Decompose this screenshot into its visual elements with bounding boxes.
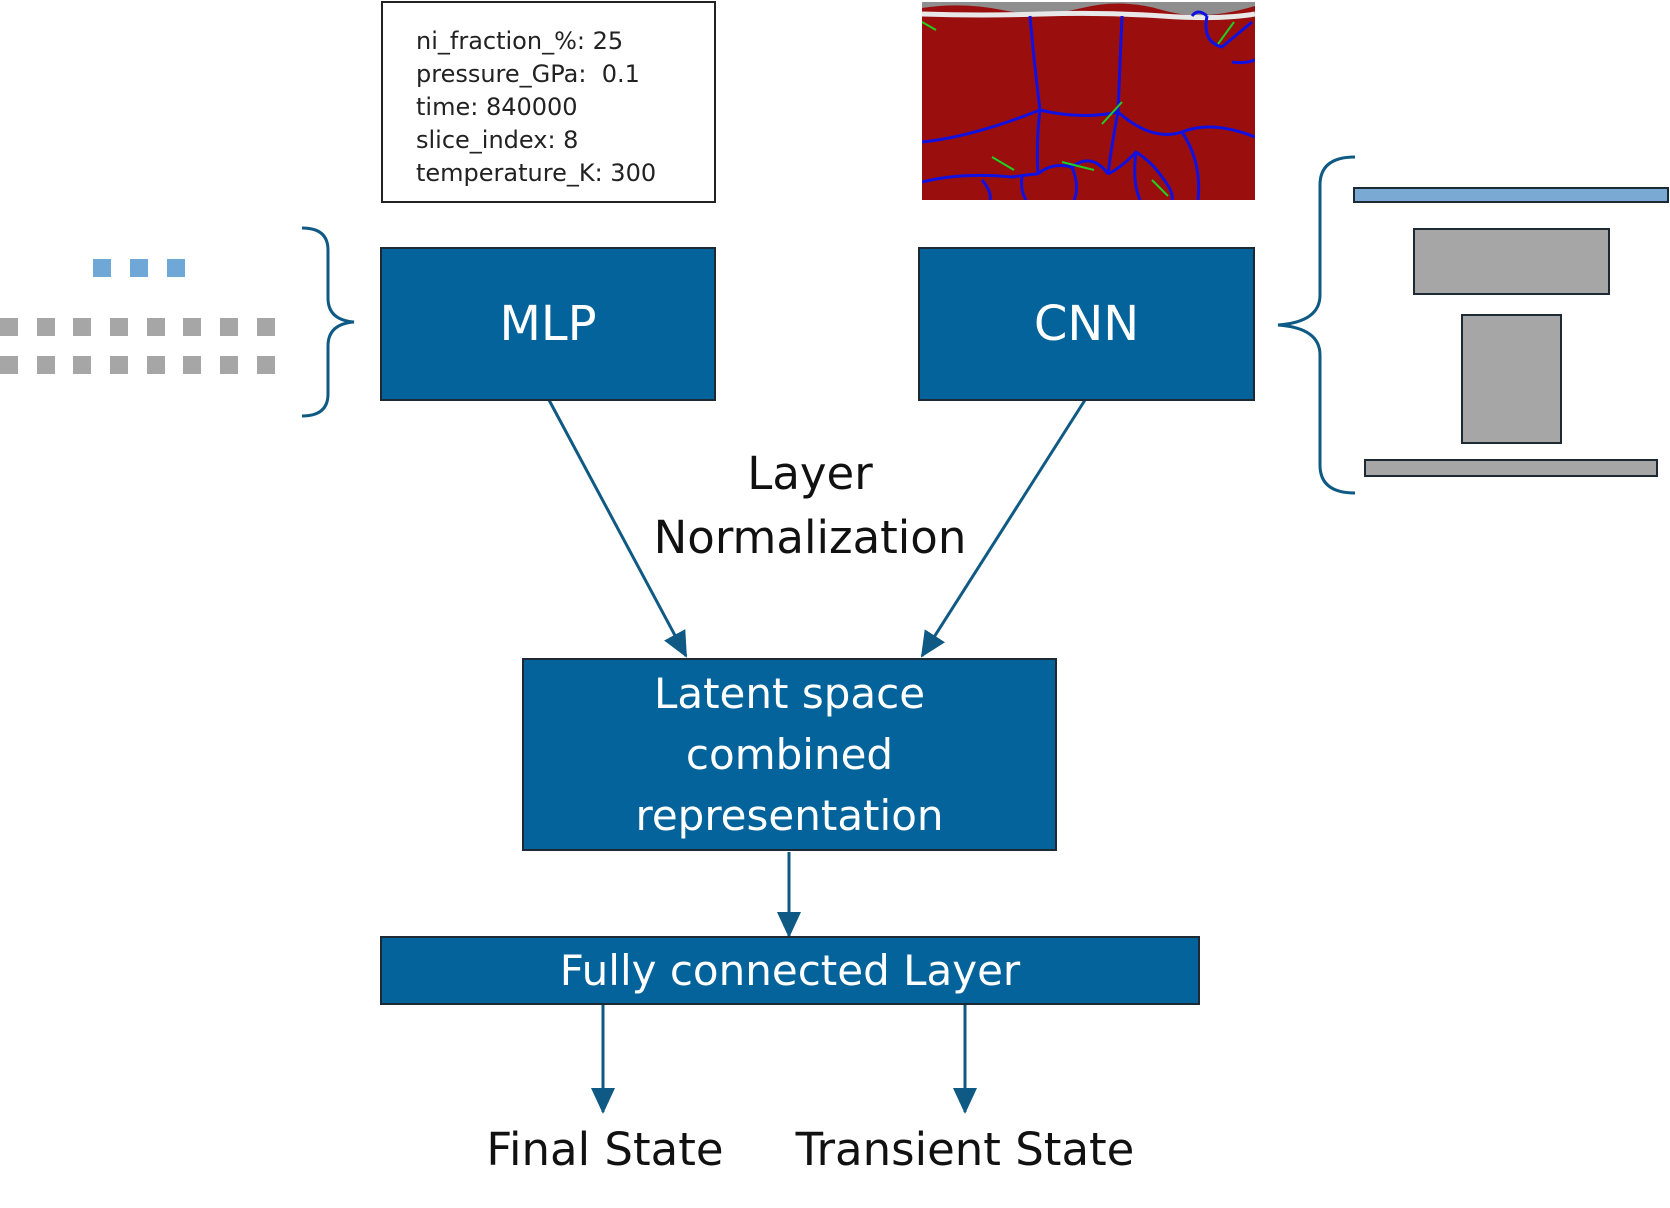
- cnn-label: CNN: [1033, 296, 1140, 352]
- layer-norm-line1: Layer: [747, 447, 873, 500]
- param-temperature: temperature_K: 300: [416, 159, 657, 187]
- param-slice-index: slice_index: 8: [416, 126, 579, 154]
- latent-label-line1: Latent space: [653, 669, 926, 718]
- mlp-brace: [301, 226, 355, 418]
- latent-space-block: Latent space combined representation: [522, 658, 1057, 851]
- cnn-block: CNN: [918, 247, 1255, 401]
- latent-label-line2: combined: [685, 730, 894, 779]
- mlp-label: MLP: [499, 296, 597, 352]
- cnn-brace: [1277, 155, 1356, 495]
- fully-connected-block: Fully connected Layer: [380, 936, 1200, 1005]
- param-time: time: 840000: [416, 93, 578, 121]
- param-ni-fraction: ni_fraction_%: 25: [416, 27, 624, 55]
- cnn-layer-icon: [1353, 187, 1669, 477]
- transient-state-label: Transient State: [795, 1123, 1135, 1176]
- layer-norm-line2: Normalization: [653, 511, 967, 564]
- arrow-cnn-to-latent: [920, 399, 1087, 658]
- arrow-mlp-to-latent: [547, 399, 688, 658]
- microstructure-image: [922, 2, 1255, 200]
- input-parameters-box: ni_fraction_%: 25 pressure_GPa: 0.1 time…: [381, 1, 716, 203]
- layer-normalization-label: Layer Normalization: [630, 442, 990, 570]
- mlp-node-icon: [0, 259, 275, 374]
- mlp-block: MLP: [380, 247, 716, 401]
- fc-label: Fully connected Layer: [559, 946, 1021, 995]
- latent-label-line3: representation: [635, 791, 944, 840]
- param-pressure: pressure_GPa: 0.1: [416, 60, 640, 88]
- final-state-label: Final State: [486, 1123, 724, 1176]
